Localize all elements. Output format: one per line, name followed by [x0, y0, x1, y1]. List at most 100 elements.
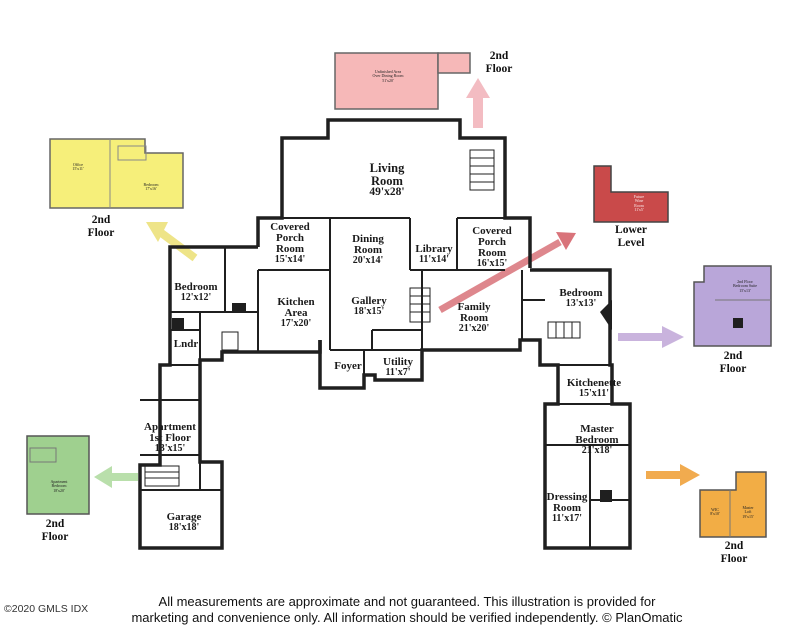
orange-inset-wic-text: WIC 8'x10': [702, 507, 728, 517]
floor-label-red-line1: Lower: [615, 224, 647, 236]
room-family-dims: 21'x20': [458, 323, 490, 334]
yellow-inset: [49, 138, 184, 209]
floor-label-pink: 2nd Floor: [478, 50, 520, 76]
room-gallery: Gallery 18'x15': [344, 296, 394, 317]
room-lndr: Lndr: [172, 339, 200, 350]
red-inset-text: Future Wine Room 11'x5': [614, 194, 664, 213]
room-kitchenette-name: Kitchenette: [566, 377, 622, 389]
pink-inset-line2: Over Dining Room: [372, 73, 404, 79]
room-family-name2: Room: [459, 312, 489, 324]
room-master-bedroom-name2: Bedroom: [575, 434, 619, 446]
room-covered-porch-left-name: Covered: [270, 221, 310, 233]
room-living-name2: Room: [371, 173, 403, 188]
room-covered-porch-right-name: Covered: [472, 225, 512, 237]
floor-label-purple-line2: Floor: [719, 363, 747, 376]
room-bedroom-right: Bedroom 13'x13': [554, 288, 608, 309]
arrow-to-lower-level: [438, 232, 576, 314]
copyright-text: ©2020 GMLS IDX: [4, 603, 89, 615]
room-living-name: Living: [369, 161, 405, 175]
yellow-inset-bedroom-line2: 17'x16': [145, 186, 157, 192]
interior-walls: [140, 217, 630, 548]
room-kitchen-name: Kitchen: [277, 296, 315, 308]
room-dressing-dims: 11'x17': [551, 513, 582, 524]
arrow-to-yellow-2nd-floor: [146, 222, 198, 262]
room-apartment-dims: 13'x15': [154, 443, 186, 454]
room-utility: Utility 11'x7': [376, 357, 420, 378]
floor-label-orange-line1: 2nd: [724, 540, 744, 552]
orange-inset-loft-line1: Master: [742, 505, 754, 510]
floor-label-green-line2: Floor: [41, 531, 69, 544]
red-inset: [593, 165, 669, 223]
arrow-to-purple-2nd-floor: [618, 326, 684, 348]
room-master-bedroom-name: Master: [580, 423, 614, 435]
floor-label-green-line1: 2nd: [45, 518, 65, 530]
pink-inset-line3: 51'x20': [382, 77, 394, 83]
fixtures: [172, 300, 612, 502]
room-living-dims: 49'x28': [369, 186, 405, 198]
red-inset-line1: Future: [633, 194, 645, 199]
room-dining-dims: 20'x14': [352, 255, 384, 266]
orange-inset-wic-line2: 8'x10': [710, 511, 720, 517]
yellow-inset-office-line2: 15'x11': [72, 166, 84, 172]
floor-label-green: 2nd Floor: [34, 518, 76, 544]
room-kitchenette-dims: 15'x11': [578, 388, 609, 399]
green-inset-line3: 18'x20': [53, 487, 65, 493]
main-floor-walls: [138, 118, 632, 550]
purple-inset: [693, 265, 772, 347]
room-garage-dims: 18'x18': [168, 522, 200, 533]
disclaimer-line1: All measurements are approximate and not…: [158, 594, 656, 609]
room-covered-porch-right: Covered Porch Room 16'x15': [466, 226, 518, 269]
arrow-to-pink-2nd-floor: [466, 78, 490, 128]
yellow-inset-office-text: Office 15'x11': [58, 162, 98, 172]
orange-inset-loft-line2: Loft: [744, 509, 752, 515]
room-covered-porch-left-name2: Porch: [276, 232, 304, 244]
floor-label-yellow: 2nd Floor: [80, 214, 122, 240]
room-covered-porch-left-name3: Room: [275, 243, 305, 255]
room-garage-name: Garage: [166, 511, 202, 523]
room-apartment-name: Apartment: [144, 421, 196, 433]
floor-label-yellow-line1: 2nd: [91, 214, 111, 226]
room-dining-name: Dining: [352, 233, 384, 245]
room-master-bedroom-dims: 21'x18': [581, 445, 613, 456]
arrow-to-green-2nd-floor: [94, 466, 138, 488]
yellow-inset-bedroom-line1: Bedroom: [143, 182, 159, 187]
room-covered-porch-right-name3: Room: [477, 247, 507, 259]
floor-label-orange-line2: Floor: [720, 553, 748, 566]
floor-label-red: Lower Level: [608, 224, 654, 250]
room-family-name: Family: [457, 301, 491, 313]
green-inset-line2: Bedroom: [51, 483, 67, 489]
room-utility-dims: 11'x7': [385, 367, 411, 378]
orange-inset: [699, 471, 767, 538]
stairs: [144, 149, 581, 487]
disclaimer-line2: marketing and convenience only. All info…: [131, 609, 683, 625]
room-bedroom-left: Bedroom 12'x12': [168, 282, 224, 303]
floor-label-purple: 2nd Floor: [712, 350, 754, 376]
floor-label-orange: 2nd Floor: [713, 540, 755, 566]
room-dressing-name: Dressing: [546, 491, 588, 503]
yellow-inset-office-line1: Office: [72, 162, 84, 167]
arrow-to-orange-2nd-floor: [646, 464, 700, 486]
pink-inset-line1: Unfinished Area: [374, 69, 402, 74]
room-covered-porch-right-dims: 16'x15': [476, 258, 508, 269]
room-master-bedroom: Master Bedroom 21'x18': [566, 424, 628, 456]
red-inset-line3: Room: [634, 202, 644, 208]
room-foyer: Foyer: [330, 361, 366, 372]
room-dining: Dining Room 20'x14': [338, 234, 398, 266]
room-covered-porch-left: Covered Porch Room 15'x14': [264, 222, 316, 265]
red-inset-line4: 11'x5': [634, 207, 644, 213]
floor-label-pink-line1: 2nd: [489, 50, 509, 62]
room-garage: Garage 18'x18': [156, 512, 212, 533]
room-bedroom-right-dims: 13'x13': [565, 298, 597, 309]
room-covered-porch-right-name2: Porch: [478, 236, 506, 248]
room-utility-name: Utility: [383, 356, 413, 368]
purple-inset-line1: 2nd Floor: [737, 279, 753, 284]
disclaimer-text: All measurements are approximate and not…: [112, 594, 702, 626]
red-inset-line2: Wine: [634, 198, 644, 204]
room-dressing: Dressing Room 11'x17': [542, 492, 592, 524]
purple-inset-line2: Bedroom Suite: [732, 283, 758, 289]
room-living: Living Room 49'x28': [357, 162, 417, 199]
purple-inset-line3: 15'x13': [739, 287, 751, 293]
room-kitchen: Kitchen Area 17'x20': [268, 297, 324, 329]
room-library-name: Library: [415, 243, 453, 255]
green-inset-line1: Apartment: [50, 479, 68, 484]
